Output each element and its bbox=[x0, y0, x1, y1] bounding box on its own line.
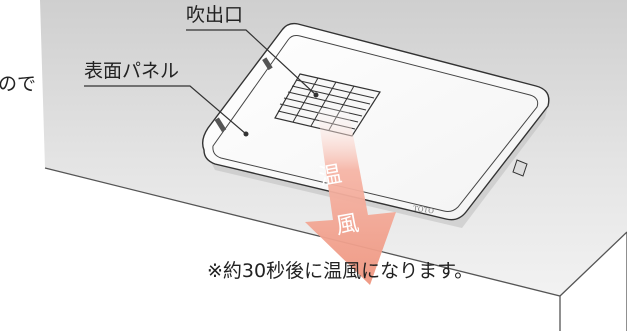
outlet-leader-line bbox=[186, 29, 317, 96]
panel-clip-left bbox=[214, 117, 227, 132]
cut-off-text: ので bbox=[0, 73, 37, 95]
panel-clip-top bbox=[262, 57, 273, 71]
outlet-label: 吹出口 bbox=[186, 4, 244, 26]
arrow-text-wind: 風 bbox=[333, 210, 361, 240]
arrow-text-warm: 温 bbox=[316, 161, 344, 191]
side-tab bbox=[512, 159, 528, 177]
panel-leader-line bbox=[84, 85, 247, 135]
panel-rim bbox=[212, 35, 539, 212]
outlet-leader-dot bbox=[313, 92, 319, 98]
panel-leader-dot bbox=[243, 131, 249, 137]
warm-air-note: ※約30秒後に温風になります。 bbox=[207, 260, 474, 282]
surface-panel-label: 表面パネル bbox=[84, 60, 180, 82]
surface-panel bbox=[201, 22, 550, 221]
warm-air-arrow bbox=[305, 108, 396, 285]
